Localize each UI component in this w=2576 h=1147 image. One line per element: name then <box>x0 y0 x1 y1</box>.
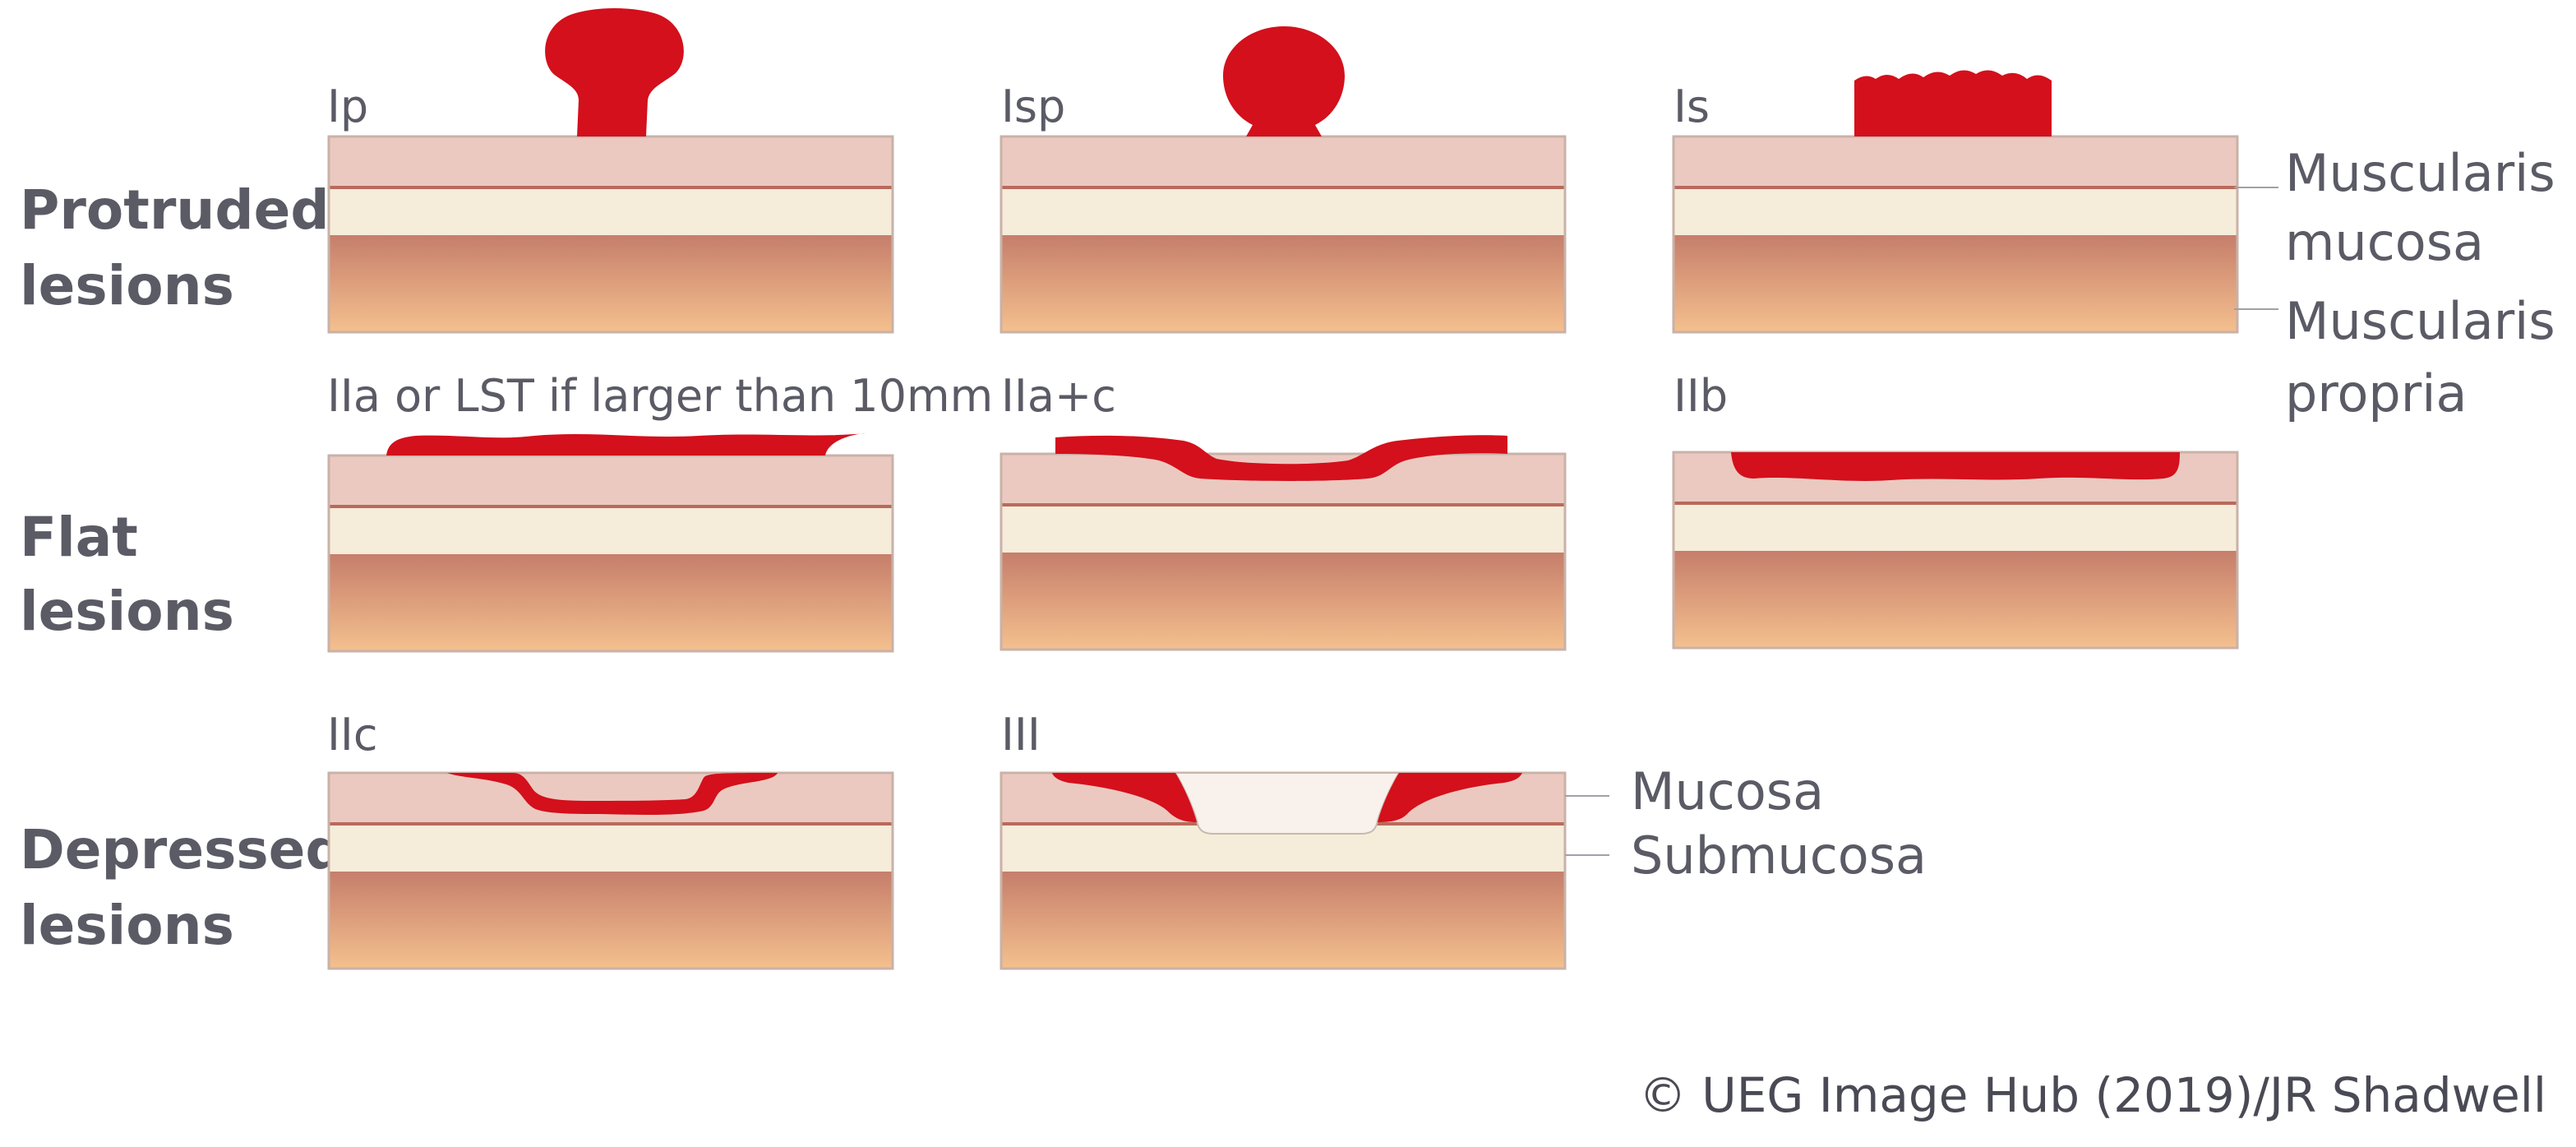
panel-iii: III <box>999 709 1567 970</box>
row-title-depressed: Depressed lesions <box>20 818 344 957</box>
row-title-protruded: Protruded lesions <box>20 178 330 317</box>
panel-label-iib: IIb <box>1673 370 1728 422</box>
panel-label-iii: III <box>1001 709 1041 761</box>
lesion-excavated-left <box>1052 773 1197 822</box>
lesion-flat-elevated-depressed <box>1055 435 1507 481</box>
row-title-line2: lesions <box>20 580 234 643</box>
lesion-sessile <box>1854 70 2052 136</box>
label-muscularis-mucosa-line1: Muscularis <box>2285 143 2555 203</box>
panel-iiac: IIa+c <box>999 370 1567 651</box>
panel-isp: Isp <box>999 26 1567 334</box>
row-title-flat: Flat lesions <box>20 506 234 643</box>
panel-label-iiac: IIa+c <box>1001 370 1116 422</box>
ulcer-crater <box>1174 772 1401 835</box>
panel-iic: IIc <box>327 709 894 970</box>
panel-label-iic: IIc <box>327 709 378 761</box>
copyright-notice: © UEG Image Hub (2019)/JR Shadwell <box>1639 1067 2546 1123</box>
panel-iia: IIa or LST if larger than 10mm <box>327 370 993 653</box>
panel-ip: Ip <box>327 8 894 334</box>
lesion-depressed <box>447 773 778 815</box>
panel-label-iia: IIa or LST if larger than 10mm <box>327 370 993 422</box>
label-muscularis-propria-line2: propria <box>2285 363 2467 423</box>
lesion-pedunculated <box>545 8 684 136</box>
label-muscularis-propria-line1: Muscularis <box>2285 291 2555 351</box>
label-mucosa: Mucosa <box>1631 761 1824 821</box>
panel-iib: IIb <box>1672 370 2239 650</box>
panel-label-isp: Isp <box>1001 81 1065 132</box>
label-muscularis-mucosa-line2: mucosa <box>2285 212 2484 272</box>
row-title-line2: lesions <box>20 894 234 957</box>
lesion-excavated-right <box>1378 773 1522 822</box>
label-submucosa: Submucosa <box>1631 826 1927 886</box>
lesion-flat <box>1731 452 2180 481</box>
lesion-subpedunculated <box>1223 26 1345 136</box>
row-title-line1: Flat <box>20 506 138 569</box>
lesion-flat-elevated <box>386 433 866 456</box>
panel-label-is: Is <box>1673 81 1710 132</box>
row-title-line1: Protruded <box>20 178 330 242</box>
panel-label-ip: Ip <box>327 81 368 132</box>
row-title-line1: Depressed <box>20 818 344 881</box>
panel-is: Is <box>1672 70 2239 334</box>
row-title-line2: lesions <box>20 254 234 317</box>
